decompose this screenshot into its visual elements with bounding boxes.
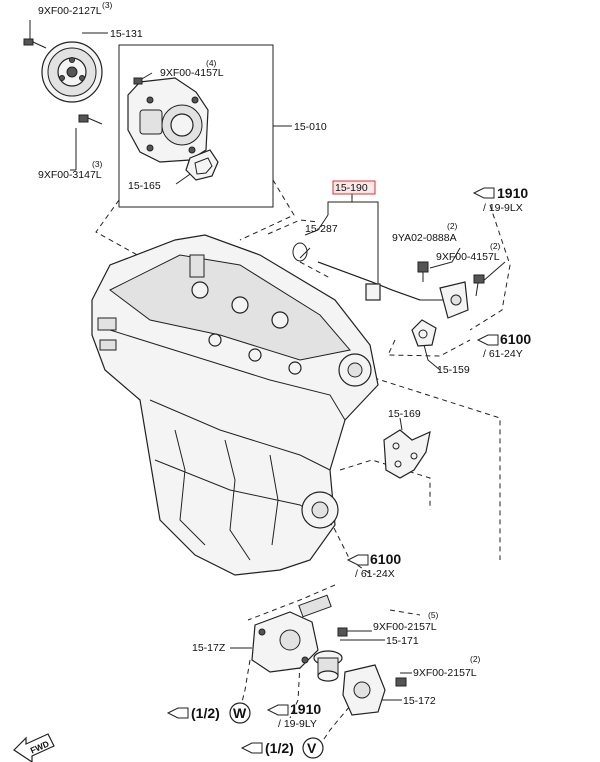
label-thermo-housing[interactable]: 15-17Z [192, 642, 226, 654]
engine-block [91, 234, 379, 576]
label-bolt-thermo2[interactable]: 9XF00-2157L [413, 667, 477, 679]
block-gasket [383, 429, 431, 479]
ref-v[interactable]: (1/2) V [240, 737, 324, 759]
label-gasket-block[interactable]: 15-169 [388, 408, 421, 420]
label-bolt-pipe[interactable]: 9YA02-0888A [392, 232, 457, 244]
qty-bolt-thermo2: (2) [470, 654, 481, 664]
label-pipe-assy[interactable]: 15-190 [335, 182, 368, 194]
label-oring[interactable]: 15-287 [305, 223, 338, 235]
fwd-arrow: FWD [13, 733, 55, 762]
ref-w-fraction: (1/2) [191, 705, 220, 721]
ref-v-letter: V [307, 740, 317, 756]
water-pump [127, 77, 209, 163]
bolt-pulley-top [23, 38, 47, 49]
qty-bolt-pump: (4) [206, 58, 217, 68]
ref-1910-top-sub: / 19-9LX [483, 202, 523, 214]
bolt-thermostat [337, 627, 348, 637]
ref-w-circle [229, 702, 251, 724]
pipe-gasket [411, 319, 437, 347]
ref-arrow-icon [166, 707, 189, 719]
thermostat-cover [342, 664, 386, 716]
qty-bolt-pipe: (2) [447, 221, 458, 231]
label-pulley[interactable]: 15-131 [110, 28, 143, 40]
ref-arrow-icon [472, 187, 495, 199]
ref-6100-mid-sub: / 61-24X [355, 568, 395, 580]
label-pump-assy[interactable]: 15-010 [294, 121, 327, 133]
water-pump-pulley [41, 41, 103, 103]
label-bolt-thermo[interactable]: 9XF00-2157L [373, 621, 437, 633]
label-bolt-pipe2[interactable]: 9XF00-4157L [436, 251, 500, 263]
label-thermostat[interactable]: 15-171 [386, 635, 419, 647]
ref-6100-mid[interactable]: 6100 / 61-24X [346, 551, 401, 580]
ref-w-letter: W [233, 705, 247, 721]
ref-6100-mid-number: 6100 [370, 551, 401, 567]
ref-arrow-icon [266, 704, 289, 716]
pump-gasket [185, 149, 219, 181]
label-bolt-pump[interactable]: 9XF00-4157L [160, 67, 224, 79]
bolt-pulley-lower [78, 114, 103, 125]
qty-bolt-lower: (3) [92, 159, 103, 169]
ref-arrow-icon [240, 742, 263, 754]
bolt-pipe-2 [473, 274, 485, 297]
ref-1910-bottom[interactable]: 1910 / 19-9LY [266, 701, 321, 730]
ref-v-circle [302, 737, 324, 759]
thermostat-housing [251, 594, 332, 673]
ref-1910-bottom-number: 1910 [290, 701, 321, 717]
bolt-thermostat-2 [395, 677, 407, 687]
label-bolt-lower[interactable]: 9XF00-3147L [38, 169, 102, 181]
ref-arrow-icon [476, 334, 499, 346]
ref-6100-right[interactable]: 6100 / 61-24Y [476, 331, 531, 360]
ref-6100-right-sub: / 61-24Y [483, 348, 523, 360]
label-gasket-pump[interactable]: 15-165 [128, 180, 161, 192]
label-gasket-pipe[interactable]: 15-159 [437, 364, 470, 376]
ref-1910-bottom-sub: / 19-9LY [278, 718, 317, 730]
ref-arrow-icon [346, 554, 369, 566]
ref-6100-right-number: 6100 [500, 331, 531, 347]
oring [292, 242, 308, 262]
leader-lines [29, 20, 511, 746]
part-labels: 9XF00-2127L (3) 15-131 9XF00-4157L (4) 1… [38, 0, 501, 707]
bolt-pipe [417, 261, 429, 282]
qty-bolt-pipe2: (2) [490, 241, 501, 251]
label-thermo-cover[interactable]: 15-172 [403, 695, 436, 707]
pipe-assy-highlight [332, 180, 376, 195]
qty-bolt-thermo: (5) [428, 610, 439, 620]
water-pipe [317, 261, 469, 319]
ref-v-fraction: (1/2) [265, 740, 294, 756]
qty-bolt-pulley: (3) [102, 0, 113, 10]
thermostat [313, 650, 343, 682]
label-bolt-pulley[interactable]: 9XF00-2127L [38, 5, 102, 17]
ref-1910-top[interactable]: 1910 / 19-9LX [472, 185, 528, 214]
ref-w[interactable]: (1/2) W [166, 702, 251, 724]
ref-1910-top-number: 1910 [497, 185, 528, 201]
